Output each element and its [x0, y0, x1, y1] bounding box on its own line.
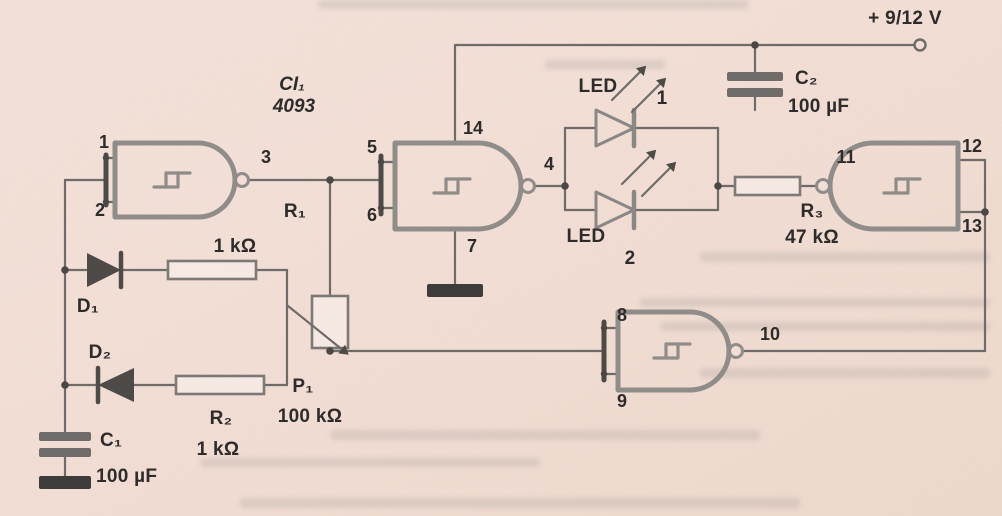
- led2-triangle: [594, 190, 636, 230]
- c2-plate-bottom: [727, 88, 783, 97]
- schmitt-trigger-icon: [432, 177, 472, 195]
- r3-name-label: R₃: [800, 201, 823, 222]
- led1-arrowhead-b: [656, 77, 667, 88]
- c1-plate-top: [39, 432, 91, 441]
- capacitor-c2: [727, 72, 783, 97]
- d2-name-label: D₂: [89, 342, 112, 363]
- schmitt-trigger-icon: [152, 171, 192, 189]
- c1-plate-bottom: [39, 448, 91, 457]
- scan-bleed-artifacts: [200, 0, 990, 508]
- pin13-label: 13: [962, 216, 982, 236]
- c2-plate-top: [727, 72, 783, 81]
- led-2: [594, 149, 677, 231]
- wire-gate3-input-stubs: [956, 158, 987, 214]
- pin3-label: 3: [261, 147, 271, 167]
- pin7-label: 7: [467, 236, 477, 256]
- led1-arrowhead-a: [636, 65, 647, 76]
- d1-name-label: D₁: [77, 296, 99, 317]
- led2-arrowhead-b: [666, 161, 677, 172]
- led1-triangle: [594, 108, 636, 148]
- c1-name-label: C₁: [100, 430, 122, 451]
- capacitor-c1: [39, 432, 91, 457]
- led-1: [594, 65, 667, 149]
- schmitt-trigger-icon: [652, 342, 692, 360]
- ground-symbol-pin7: [427, 284, 483, 297]
- p1-wiper-arrowhead: [338, 344, 349, 355]
- d1-anode-triangle: [87, 253, 121, 287]
- resistor-r1: [166, 259, 258, 281]
- resistor-r3: [733, 175, 802, 197]
- pin12-label: 12: [962, 136, 982, 156]
- led1-light-arrows: [610, 68, 664, 114]
- pin4-label: 4: [544, 154, 554, 174]
- wires: [63, 43, 987, 478]
- nand-gate-3: [815, 140, 961, 232]
- gate3-output-bubble: [815, 178, 831, 194]
- ic-name-label: CI₁: [279, 74, 305, 95]
- gate1-output-bubble: [234, 172, 250, 188]
- p1-name-label: P₁: [292, 376, 313, 397]
- power-terminal: [913, 38, 927, 52]
- nand-gate-4: [615, 309, 744, 393]
- p1-value-label: 100 kΩ: [278, 406, 343, 427]
- pin5-label: 5: [367, 137, 377, 157]
- r3-value-label: 47 kΩ: [785, 227, 839, 248]
- led2-name-label: LED: [567, 226, 606, 247]
- d2-anode-triangle: [98, 368, 134, 402]
- pin2-label: 2: [95, 200, 105, 220]
- nand-gate-1: [112, 140, 250, 220]
- potentiometer-p1: [286, 294, 350, 355]
- junction-dots: [61, 41, 989, 389]
- led1-name-label: LED: [579, 76, 618, 97]
- pin10-label: 10: [760, 324, 780, 344]
- pin6-label: 6: [367, 205, 377, 225]
- led2-number-label: 2: [625, 248, 636, 269]
- resistor-r2: [174, 374, 266, 396]
- r2-value-label: 1 kΩ: [197, 439, 240, 460]
- pin9-label: 9: [617, 391, 627, 411]
- power-label: + 9/12 V: [868, 8, 942, 29]
- p1-wiper-arrow: [286, 304, 346, 353]
- led2-light-arrows: [620, 152, 674, 198]
- led2-arrowhead-a: [646, 149, 657, 160]
- led1-number-label: 1: [657, 88, 668, 109]
- diode-d1: [87, 250, 124, 290]
- pin14-label: 14: [463, 118, 483, 138]
- pin8-label: 8: [617, 305, 627, 325]
- gate2-output-bubble: [520, 178, 536, 194]
- nand-gate-2: [392, 140, 536, 232]
- r1-name-label: R₁: [284, 201, 306, 222]
- diode-d2: [95, 365, 134, 405]
- schmitt-trigger-icon: [882, 177, 922, 195]
- ic-part-label: 4093: [272, 96, 316, 117]
- input-tie-bars: [103, 152, 607, 383]
- r1-value-label: 1 kΩ: [214, 236, 257, 257]
- r2-name-label: R₂: [210, 408, 233, 429]
- c2-name-label: C₂: [795, 68, 818, 89]
- c2-value-label: 100 µF: [788, 96, 849, 117]
- ground-symbol-c1: [39, 476, 91, 489]
- pin1-label: 1: [99, 132, 109, 152]
- c1-value-label: 100 µF: [96, 466, 157, 487]
- gate4-output-bubble: [728, 343, 744, 359]
- pin11-label: 11: [836, 147, 855, 167]
